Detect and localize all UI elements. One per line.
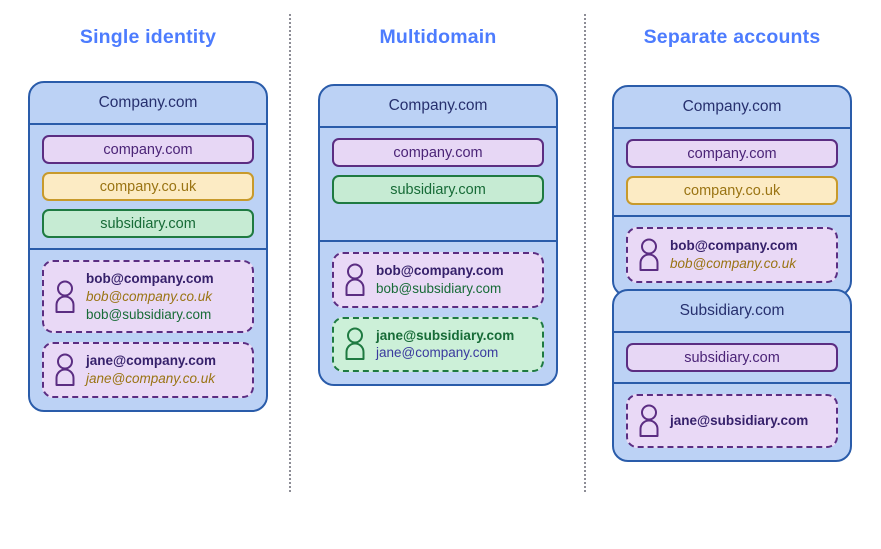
user-alias-address: bob@company.co.uk bbox=[670, 255, 797, 271]
org-domain-list: company.com subsidiary.com bbox=[320, 128, 556, 240]
domain-chip[interactable]: company.com bbox=[332, 138, 544, 167]
user-primary-address: bob@company.com bbox=[376, 263, 504, 278]
column-title: Single identity bbox=[79, 26, 217, 48]
column-title: Multidomain bbox=[379, 26, 497, 48]
person-icon bbox=[637, 238, 661, 272]
user-primary-address: bob@company.com bbox=[670, 238, 798, 253]
domain-chip[interactable]: subsidiary.com bbox=[626, 343, 838, 372]
org-domain-list: company.com company.co.uk bbox=[614, 129, 850, 215]
column-separate-accounts: Separate accounts Company.com company.co… bbox=[592, 0, 872, 549]
column-multidomain: Multidomain Company.com company.com subsi… bbox=[298, 0, 578, 549]
org-user-list: bob@company.com bob@company.co.uk bbox=[614, 215, 850, 295]
user-address-list: bob@company.com bob@subsidiary.com bbox=[376, 262, 532, 298]
org-card: Company.com company.com company.co.uk bob… bbox=[612, 85, 852, 297]
org-name: Company.com bbox=[320, 86, 556, 128]
domain-chip[interactable]: subsidiary.com bbox=[332, 175, 544, 204]
user-address-list: bob@company.com bob@company.co.uk bbox=[670, 237, 826, 273]
user-alias-address: bob@subsidiary.com bbox=[376, 280, 502, 296]
user-card[interactable]: bob@company.com bob@company.co.uk bbox=[626, 227, 838, 283]
org-name: Company.com bbox=[30, 83, 266, 125]
user-primary-address: bob@company.com bbox=[86, 271, 214, 286]
user-alias-address: bob@subsidiary.com bbox=[86, 306, 212, 322]
domain-chip[interactable]: company.co.uk bbox=[42, 172, 254, 201]
user-alias-address: bob@company.co.uk bbox=[86, 288, 213, 304]
domain-chip[interactable]: company.com bbox=[42, 135, 254, 164]
person-icon bbox=[53, 280, 77, 314]
org-domain-list: subsidiary.com bbox=[614, 333, 850, 382]
column-title: Separate accounts bbox=[643, 26, 821, 48]
user-alias-address: jane@company.com bbox=[376, 345, 499, 361]
user-address-list: jane@subsidiary.com jane@company.com bbox=[376, 327, 532, 363]
user-address-list: bob@company.com bob@company.co.uk bob@subs… bbox=[86, 270, 242, 323]
user-primary-address: jane@subsidiary.com bbox=[376, 327, 515, 343]
domain-chip[interactable]: subsidiary.com bbox=[42, 209, 254, 238]
user-alias-address: jane@company.co.uk bbox=[86, 371, 216, 387]
person-icon bbox=[637, 404, 661, 438]
org-user-list: jane@subsidiary.com bbox=[614, 382, 850, 460]
org-user-list: bob@company.com bob@company.co.uk bob@subs… bbox=[30, 248, 266, 410]
column-separator-2 bbox=[584, 14, 586, 492]
domain-chip[interactable]: company.com bbox=[626, 139, 838, 168]
org-name: Company.com bbox=[614, 87, 850, 129]
user-card[interactable]: bob@company.com bob@company.co.uk bob@subs… bbox=[42, 260, 254, 334]
user-card[interactable]: bob@company.com bob@subsidiary.com bbox=[332, 252, 544, 308]
user-card[interactable]: jane@subsidiary.com jane@company.com bbox=[332, 316, 544, 373]
person-icon bbox=[343, 263, 367, 297]
org-card: Company.com company.com company.co.uk subs… bbox=[28, 81, 268, 413]
org-domain-list: company.com company.co.uk subsidiary.com bbox=[30, 125, 266, 248]
domain-chip[interactable]: company.co.uk bbox=[626, 176, 838, 205]
user-card[interactable]: jane@company.com jane@company.co.uk bbox=[42, 342, 254, 399]
column-separator-1 bbox=[289, 14, 291, 492]
person-icon bbox=[53, 353, 77, 387]
org-card: Subsidiary.com subsidiary.com jane@subsi… bbox=[612, 289, 852, 462]
org-name: Subsidiary.com bbox=[614, 291, 850, 333]
user-card[interactable]: jane@subsidiary.com bbox=[626, 394, 838, 448]
org-card: Company.com company.com subsidiary.com bo… bbox=[318, 84, 558, 387]
user-address-list: jane@subsidiary.com bbox=[670, 412, 826, 430]
org-user-list: bob@company.com bob@subsidiary.com jane@su… bbox=[320, 240, 556, 384]
person-icon bbox=[343, 327, 367, 361]
user-address-list: jane@company.com jane@company.co.uk bbox=[86, 352, 242, 388]
user-primary-address: jane@subsidiary.com bbox=[670, 413, 809, 429]
user-primary-address: jane@company.com bbox=[86, 353, 216, 369]
